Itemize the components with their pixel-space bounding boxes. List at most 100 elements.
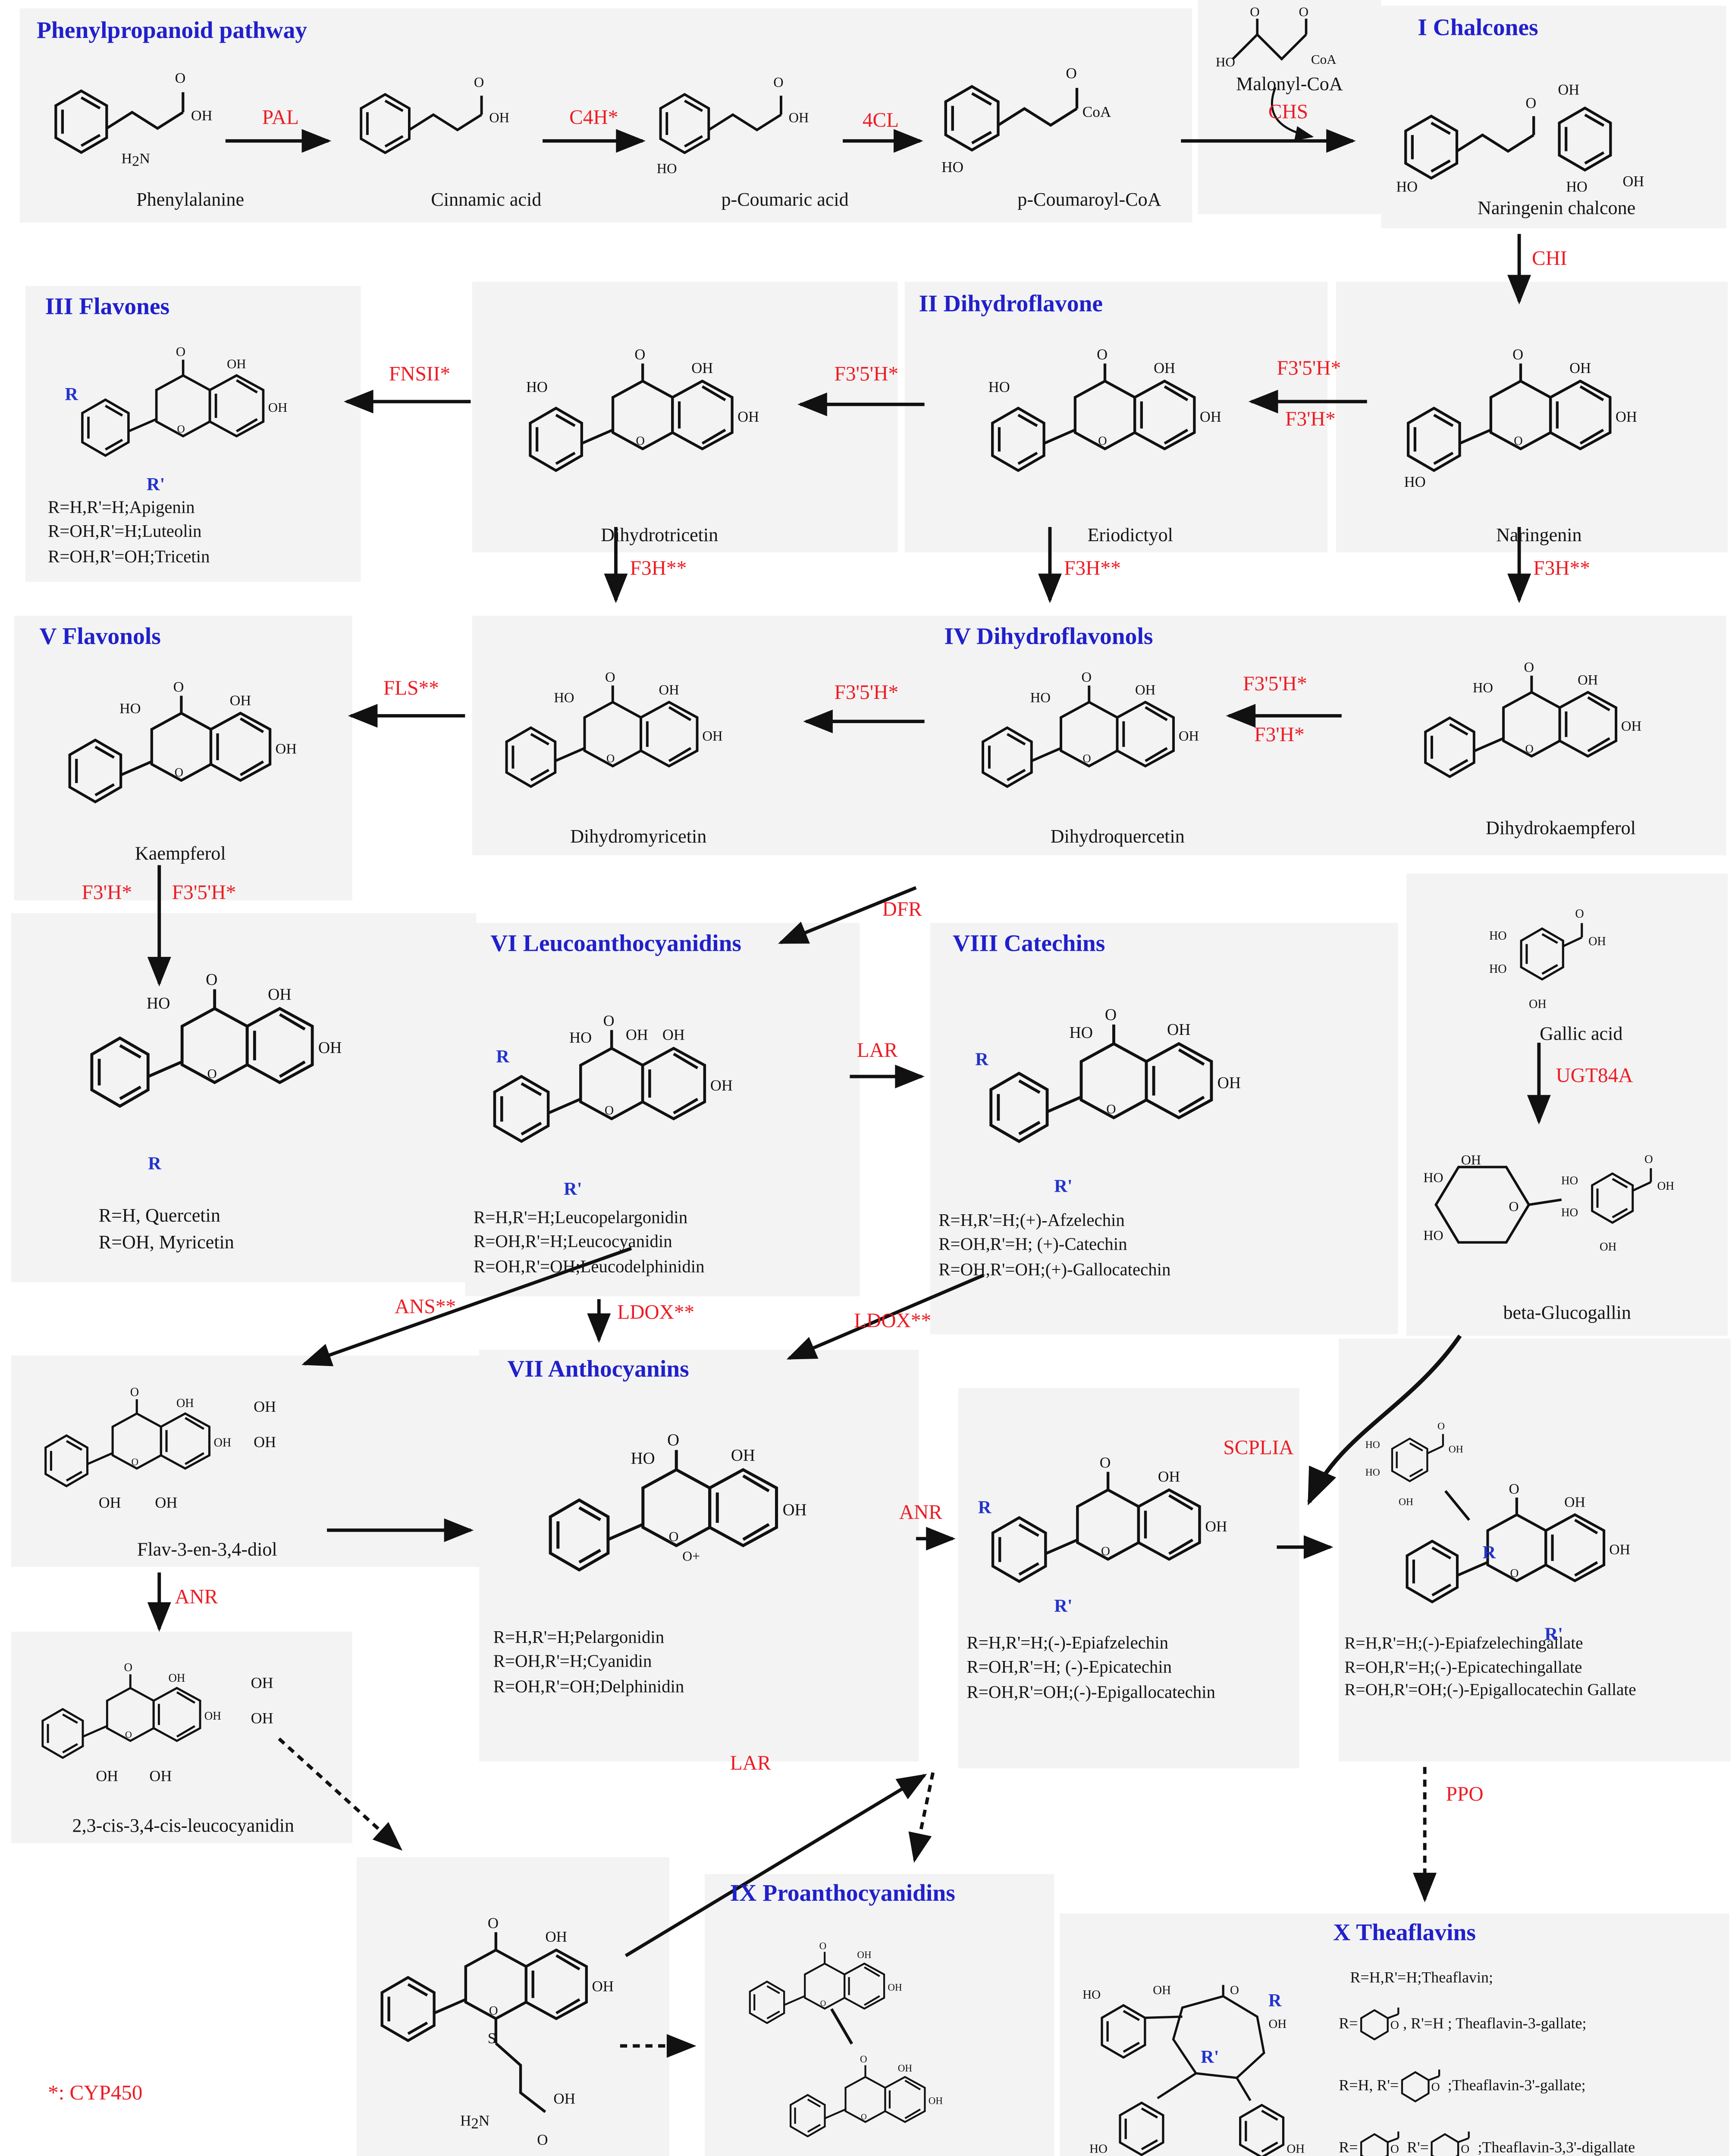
- compound-cinnamic-acid: Cinnamic acid: [431, 188, 542, 210]
- arrow-dashed-epicat-proantho: [908, 1772, 935, 1863]
- anthocyanin-variant-3: R=OH,R'=OH;Delphinidin: [493, 1676, 684, 1696]
- theaflavin-line-2: R=, R'=H ; Theaflavin-3-gallate;: [1339, 2006, 1587, 2043]
- panel-quercetin-myricetin: [11, 913, 477, 1282]
- galloyl-structure-icon: [1429, 2131, 1474, 2156]
- dihydrokaempferol-structure: HO: [1412, 641, 1687, 808]
- enzyme-f3h-4: F3'H*: [1254, 724, 1305, 747]
- compound-cis-leucocyanidin: 2,3-cis-3,4-cis-leucocyanidin: [72, 1814, 295, 1836]
- dihydrotricetin-structure: HO: [526, 327, 799, 503]
- svg-text:OH: OH: [99, 1494, 121, 1511]
- compound-naringenin-chalcone: Naringenin chalcone: [1478, 197, 1636, 219]
- enzyme-ans: ANS**: [394, 1296, 456, 1319]
- catechin-variant-1: R=H,R'=H;(+)-Afzelechin: [938, 1210, 1125, 1230]
- enzyme-lar-1: LAR: [857, 1040, 898, 1062]
- compound-dihydromyricetin: Dihydromyricetin: [570, 825, 707, 847]
- svg-text:HO: HO: [988, 379, 1010, 395]
- svg-text:HO: HO: [1070, 1024, 1093, 1042]
- substituent-r-theaflavin: R: [1268, 1989, 1282, 2011]
- epicatechin-variants: R=H,R'=H;(-)-Epiafzelechin R=OH,R'=H; (-…: [967, 1632, 1215, 1705]
- enzyme-f35h-5: F3'5'H*: [172, 882, 236, 905]
- svg-text:HO: HO: [1030, 690, 1051, 705]
- anthocyanin-variant-1: R=H,R'=H;Pelargonidin: [493, 1627, 665, 1647]
- enzyme-fls: FLS**: [383, 677, 439, 701]
- title-proanthocyanidins: IX Proanthocyanidins: [730, 1880, 955, 1907]
- cinnamic-acid-structure: OOH: [349, 74, 509, 183]
- flavones-variant-1: R=H,R'=H;Apigenin: [48, 497, 195, 517]
- svg-text:OH: OH: [254, 1433, 276, 1451]
- procyanidins-structure: [744, 1927, 1012, 2156]
- panel-theaflavins: [1060, 1913, 1729, 2156]
- dihydroquercetin-structure: HO: [970, 651, 1244, 818]
- epicatechin-variant-2: R=OH,R'=H; (-)-Epicatechin: [966, 1657, 1172, 1677]
- enzyme-f3h-5: F3'H*: [82, 882, 132, 905]
- substituent-r-catechins: R: [975, 1048, 988, 1070]
- anthocyanin-variant-2: R=OH,R'=H;Cyanidin: [493, 1651, 652, 1672]
- enzyme-f3h-2: F3'H*: [1285, 408, 1336, 431]
- svg-text:HO: HO: [1566, 179, 1588, 191]
- enzyme-chs: CHS: [1268, 101, 1308, 124]
- title-chalcones: I Chalcones: [1418, 14, 1538, 41]
- compound-dihydroquercetin: Dihydroquercetin: [1050, 825, 1185, 847]
- svg-text:CoA: CoA: [1082, 103, 1111, 120]
- eriodictyol-structure: HO: [988, 327, 1261, 503]
- svg-text:O: O: [1525, 95, 1536, 112]
- svg-text:S: S: [488, 2030, 496, 2047]
- enzyme-pal: PAL: [262, 107, 299, 130]
- substituent-r-leuco: R: [496, 1045, 509, 1067]
- legend-cyp450: *: CYP450: [48, 2082, 143, 2105]
- substituent-rp-theaflavin: R': [1201, 2046, 1219, 2067]
- compound-p-coumaroyl-coa: p-Coumaroyl-CoA: [1017, 188, 1161, 210]
- galloyl-structure-icon: [1358, 2131, 1403, 2156]
- panel-catechins: [930, 923, 1398, 1335]
- title-phenylpropanoid: Phenylpropanoid pathway: [36, 17, 307, 44]
- dihydromyricetin-structure: HO: [493, 651, 768, 818]
- theaflavin-line3-pre: R=H, R'=: [1339, 2078, 1399, 2095]
- enzyme-4cl: 4CL: [862, 110, 899, 133]
- enzyme-f35h-1: F3'5'H*: [834, 364, 899, 386]
- title-dihydroflavone: II Dihydroflavone: [919, 290, 1103, 317]
- substituent-r-flavones: R: [65, 383, 78, 404]
- theaflavin-line2-pre: R=: [1339, 2015, 1358, 2033]
- svg-text:HO: HO: [554, 690, 574, 705]
- compound-dihydrokaempferol: Dihydrokaempferol: [1486, 817, 1636, 839]
- svg-text:OH: OH: [251, 1674, 273, 1692]
- enzyme-scplia: SCPLIA: [1223, 1437, 1294, 1460]
- svg-text:OH: OH: [489, 110, 509, 125]
- title-flavonols: V Flavonols: [39, 623, 161, 650]
- theaflavin-line-1: R=H,R'=H;Theaflavin;: [1350, 1970, 1494, 1987]
- leuco-variant-2: R=OH,R'=H;Leucocyanidin: [473, 1232, 672, 1252]
- svg-text:OH: OH: [1622, 173, 1644, 190]
- panel-naringenin: [1336, 282, 1728, 552]
- svg-text:HO: HO: [631, 1449, 655, 1467]
- anthocyanidin-structure: HOO+: [536, 1409, 860, 1606]
- enzyme-ldox-2: LDOX**: [854, 1310, 932, 1333]
- svg-text:HO: HO: [1473, 680, 1493, 696]
- substituent-rp-leuco: R': [564, 1178, 582, 1199]
- panel-leucoanthocyanidins: [465, 923, 860, 1297]
- compound-gallic-acid: Gallic acid: [1540, 1023, 1623, 1044]
- enzyme-f3hh-3: F3H**: [1533, 558, 1590, 581]
- enzyme-f35h-3: F3'5'H*: [834, 682, 899, 705]
- compound-eriodictyol: Eriodictyol: [1087, 524, 1173, 545]
- substituent-r-flavonols: R: [148, 1152, 161, 1174]
- svg-text:OH: OH: [251, 1709, 273, 1727]
- panel-chalcones: [1381, 6, 1726, 229]
- compound-flav-diol: Flav-3-en-3,4-diol: [137, 1539, 277, 1560]
- cysteinyl-epicatechin-structure: S H2N OH O: [378, 1895, 653, 2148]
- quercetin-myricetin-structure: HO: [88, 947, 383, 1144]
- gallate-variant-1: R=H,R'=H;(-)-Epiafzelechingallate: [1344, 1633, 1583, 1653]
- enzyme-ugt84a: UGT84A: [1556, 1065, 1633, 1088]
- substituent-r-gallates: R: [1482, 1541, 1496, 1563]
- title-anthocyanins: VII Anthocyanins: [507, 1355, 689, 1382]
- svg-text:OH: OH: [155, 1494, 177, 1511]
- flavones-variant-3: R=OH,R'=OH;Tricetin: [48, 546, 210, 566]
- anthocyanin-variants: R=H,R'=H;Pelargonidin R=OH,R'=H;Cyanidin…: [493, 1626, 684, 1699]
- svg-text:H2N: H2N: [460, 2112, 489, 2132]
- panel-gallic-glucogallin: [1406, 873, 1728, 1336]
